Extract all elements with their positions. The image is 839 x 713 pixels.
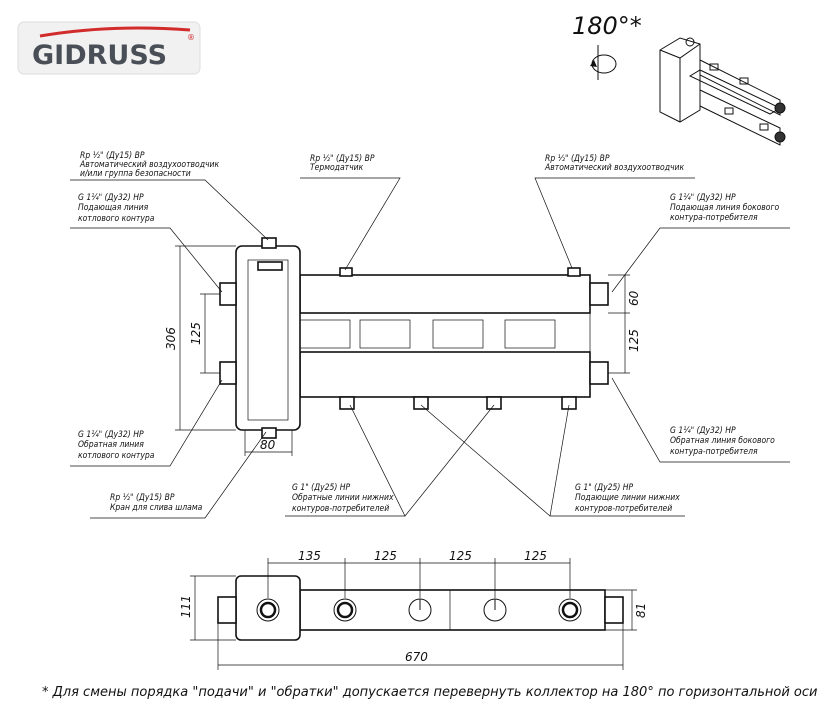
- svg-text:G 1" (Ду25) НР: G 1" (Ду25) НР: [575, 483, 634, 493]
- svg-text:Термодатчик: Термодатчик: [310, 163, 364, 173]
- svg-text:контуров-потребителей: контуров-потребителей: [292, 504, 389, 514]
- dim-port-spacing-left: 125: [189, 322, 203, 345]
- callout-side-supply: G 1¼" (Ду32) НР Подающая линия бокового …: [670, 193, 780, 223]
- svg-text:Rp ½" (Ду15) ВР: Rp ½" (Ду15) ВР: [110, 493, 175, 503]
- svg-text:Автоматический воздухоотводчик: Автоматический воздухоотводчик: [544, 163, 685, 173]
- svg-text:Подающая линия: Подающая линия: [78, 203, 149, 213]
- dim-height-total: 306: [164, 327, 178, 350]
- callout-boiler-return: G 1¼" (Ду32) НР Обратная линия котлового…: [78, 430, 155, 461]
- svg-text:Rp ½" (Ду15) ВР: Rp ½" (Ду15) ВР: [80, 151, 145, 161]
- svg-text:Подающая линия бокового: Подающая линия бокового: [670, 203, 780, 213]
- logo-text: GIDRUSS: [32, 40, 167, 71]
- svg-text:Подающие линии нижних: Подающие линии нижних: [575, 493, 680, 503]
- svg-text:контуров-потребителей: контуров-потребителей: [575, 504, 672, 514]
- callout-drain: Rp ½" (Ду15) ВР Кран для слива шлама: [110, 493, 203, 513]
- svg-text:G 1¼" (Ду32) НР: G 1¼" (Ду32) НР: [78, 193, 144, 203]
- dim-spacing-1: 125: [374, 549, 397, 563]
- footnote: * Для смены порядка "подачи" и "обратки"…: [42, 685, 817, 700]
- rotation-label: 180°*: [572, 12, 642, 40]
- svg-text:Rp ½" (Ду15) ВР: Rp ½" (Ду15) ВР: [310, 154, 375, 164]
- callout-boiler-supply: G 1¼" (Ду32) НР Подающая линия котлового…: [78, 193, 155, 224]
- dim-total-length: 670: [405, 650, 428, 664]
- dim-first-spacing: 135: [298, 549, 321, 563]
- dim-spacing-3: 125: [524, 549, 547, 563]
- front-view: [175, 237, 630, 456]
- svg-text:Кран для слива шлама: Кран для слива шлама: [110, 503, 203, 513]
- svg-text:контура-потребителя: контура-потребителя: [670, 213, 758, 223]
- callout-side-return: G 1¼" (Ду32) НР Обратная линия бокового …: [670, 426, 775, 457]
- callout-air-vent-left: Rp ½" (Ду15) ВР Автоматический воздухоот…: [79, 151, 220, 179]
- callout-lower-returns: G 1" (Ду25) НР Обратные линии нижних кон…: [292, 483, 394, 514]
- callout-lower-supplies: G 1" (Ду25) НР Подающие линии нижних кон…: [575, 483, 680, 514]
- svg-text:Обратные линии нижних: Обратные линии нижних: [292, 493, 394, 503]
- svg-text:Автоматический воздухоотводчик: Автоматический воздухоотводчик: [79, 160, 220, 170]
- dim-depth-left: 111: [179, 595, 193, 618]
- gidruss-logo: GIDRUSS ®: [17, 21, 201, 75]
- dim-top-offset-right: 60: [627, 290, 641, 306]
- callout-thermo: Rp ½" (Ду15) ВР Термодатчик: [310, 154, 375, 173]
- svg-text:контура-потребителя: контура-потребителя: [670, 447, 758, 457]
- rotate-arrow-icon: [590, 45, 617, 80]
- callout-air-vent-right: Rp ½" (Ду15) ВР Автоматический воздухоот…: [544, 154, 685, 173]
- svg-text:котлового контура: котлового контура: [78, 451, 155, 461]
- svg-text:Обратная линия бокового: Обратная линия бокового: [670, 436, 775, 446]
- isometric-view: [659, 37, 786, 146]
- svg-text:G 1¼" (Ду32) НР: G 1¼" (Ду32) НР: [670, 193, 736, 203]
- dim-spacing-2: 125: [449, 549, 472, 563]
- dim-port-spacing-right: 125: [627, 329, 641, 352]
- svg-text:Обратная линия: Обратная линия: [78, 440, 144, 450]
- svg-text:G 1" (Ду25) НР: G 1" (Ду25) НР: [292, 483, 351, 493]
- svg-text:G 1¼" (Ду32) НР: G 1¼" (Ду32) НР: [78, 430, 144, 440]
- dim-depth-right: 81: [634, 603, 648, 618]
- top-view: [190, 558, 637, 670]
- logo-registered-mark: ®: [187, 33, 195, 42]
- svg-text:G 1¼" (Ду32) НР: G 1¼" (Ду32) НР: [670, 426, 736, 436]
- svg-text:и/или группа безопасности: и/или группа безопасности: [80, 169, 191, 179]
- svg-text:котлового контура: котлового контура: [78, 214, 155, 224]
- svg-text:Rp ½" (Ду15) ВР: Rp ½" (Ду15) ВР: [545, 154, 610, 164]
- leader-lines: [70, 177, 790, 519]
- dim-separator-width: 80: [260, 438, 276, 452]
